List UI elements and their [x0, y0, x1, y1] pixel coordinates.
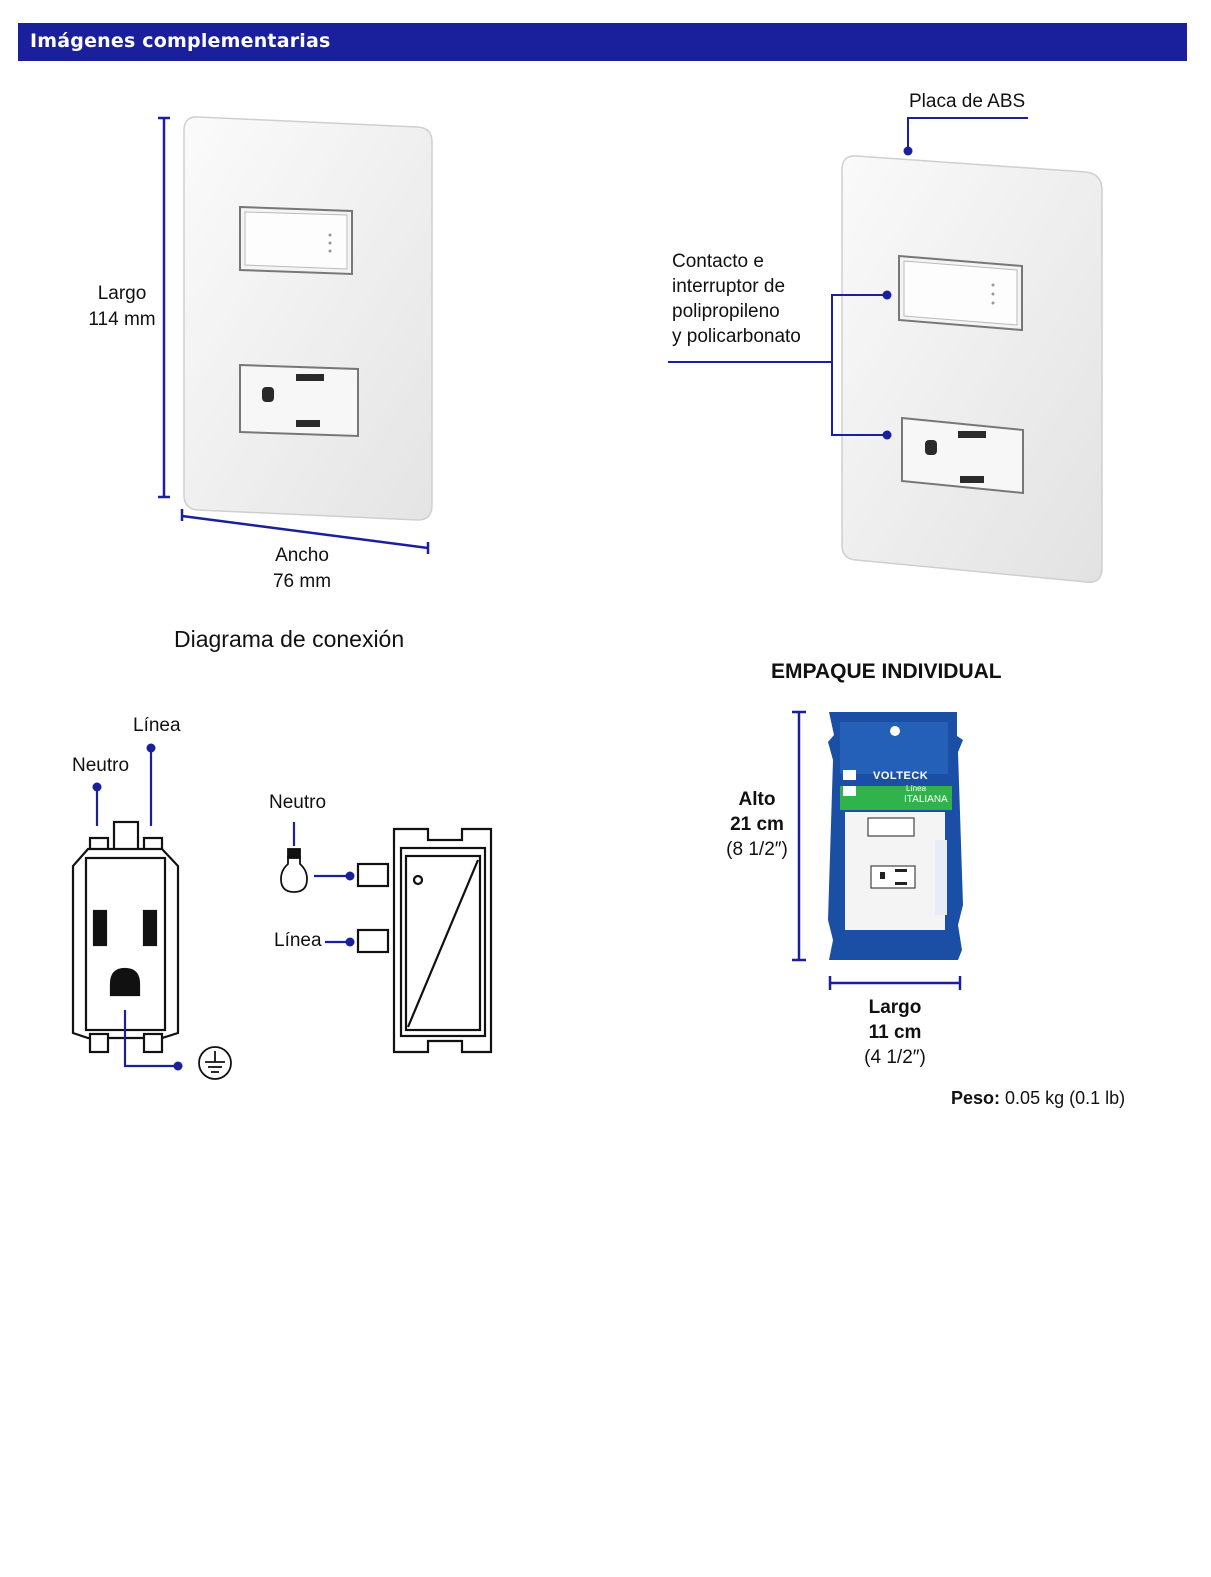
package-image — [828, 712, 963, 960]
outlet-wires — [95, 748, 178, 1068]
callout-contacto-line1: Contacto e — [672, 251, 764, 272]
package-dimension-lines — [792, 710, 962, 990]
callout-contacto-line4: y policarbonato — [672, 326, 801, 347]
package-height-inch: (8 1/2″) — [726, 839, 788, 860]
wall-plate-front — [183, 116, 433, 521]
outlet-diagram — [71, 820, 180, 1054]
package-line-name: ITALIANA — [904, 794, 948, 805]
switch-neutro-label: Neutro — [269, 792, 327, 813]
dimension-height-line — [158, 116, 170, 499]
bulb-icon — [280, 848, 308, 893]
callout-contacto-line3: polipropileno — [672, 301, 780, 322]
wall-plate-angled — [841, 155, 1103, 583]
width-value: 76 mm — [272, 571, 332, 592]
height-value: 114 mm — [88, 309, 156, 330]
callout-contacto-line2: interruptor de — [672, 276, 786, 297]
dimension-width-line — [180, 509, 430, 554]
height-label: Largo — [97, 283, 147, 304]
diagram-title: Diagrama de conexión — [174, 626, 405, 652]
switch-diagram — [356, 827, 493, 1054]
switch-linea-label: Línea — [274, 930, 322, 951]
outlet-neutro-label: Neutro — [72, 755, 130, 776]
weight-label: Peso: — [951, 1088, 1001, 1108]
package-brand: VOLTECK — [873, 770, 929, 782]
package-width-inch: (4 1/2″) — [864, 1047, 926, 1068]
section-title: Imágenes complementarias — [30, 30, 331, 52]
callout-placa-line — [907, 117, 1028, 150]
package-title: EMPAQUE INDIVIDUAL — [771, 660, 1002, 683]
weight-value: 0.05 kg (0.1 lb) — [1005, 1088, 1126, 1108]
package-line-small: Línea — [906, 784, 927, 793]
package-width-label: Largo — [868, 997, 922, 1018]
package-weight: Peso: 0.05 kg (0.1 lb) — [951, 1086, 1125, 1111]
width-label: Ancho — [275, 545, 329, 566]
outlet-linea-label: Línea — [133, 715, 181, 736]
package-width-value: 11 cm — [868, 1022, 922, 1043]
section-header: Imágenes complementarias — [18, 23, 1187, 61]
package-height-label: Alto — [738, 789, 776, 810]
callout-contacto-line — [668, 294, 886, 436]
callout-placa: Placa de ABS — [909, 91, 1026, 112]
ground-icon — [198, 1046, 232, 1080]
package-height-value: 21 cm — [730, 814, 784, 835]
